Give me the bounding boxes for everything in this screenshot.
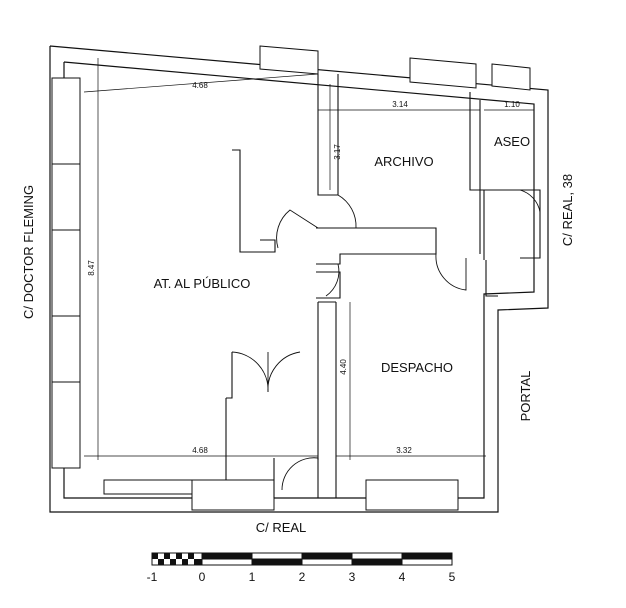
dimension-office-width: 3.32 [396,446,412,455]
dimension-bottom-public: 4.68 [192,446,208,455]
scale-label-3: 3 [349,570,356,584]
scale-label-2: 2 [299,570,306,584]
left-facade-windows [51,77,81,469]
room-label-archive: ARCHIVO [374,154,433,169]
dimension-public-depth: 8.47 [87,260,96,276]
street-label-bottom: C/ REAL [256,520,307,535]
street-label-left: C/ DOCTOR FLEMING [21,185,36,319]
scale-label-0: 0 [199,570,206,584]
bottom-windows [103,479,459,511]
scale-label-5: 5 [449,570,456,584]
scale-label-1: 1 [249,570,256,584]
dimension-office-depth: 4.40 [339,359,348,375]
scale-label-4: 4 [399,570,406,584]
scale-bar-checker [152,553,202,565]
door-swings [231,189,541,491]
outer-walls [49,45,549,513]
dimension-top-public: 4.68 [192,81,208,90]
scale-label-minus-1: -1 [147,570,158,584]
room-label-public: AT. AL PÚBLICO [154,276,251,291]
dimension-toilet-width: 1.10 [504,100,520,109]
street-label-right: C/ REAL, 38 [560,174,575,246]
dimension-archive-width: 3.14 [392,100,408,109]
scale-bar [151,552,453,566]
room-label-portal: PORTAL [518,371,533,422]
room-label-toilet: ASEO [494,134,530,149]
dimension-archive-depth: 3.17 [333,144,342,160]
room-label-office: DESPACHO [381,360,453,375]
top-windows [259,45,531,91]
interior-walls [225,74,541,498]
dimension-lines [83,58,534,460]
